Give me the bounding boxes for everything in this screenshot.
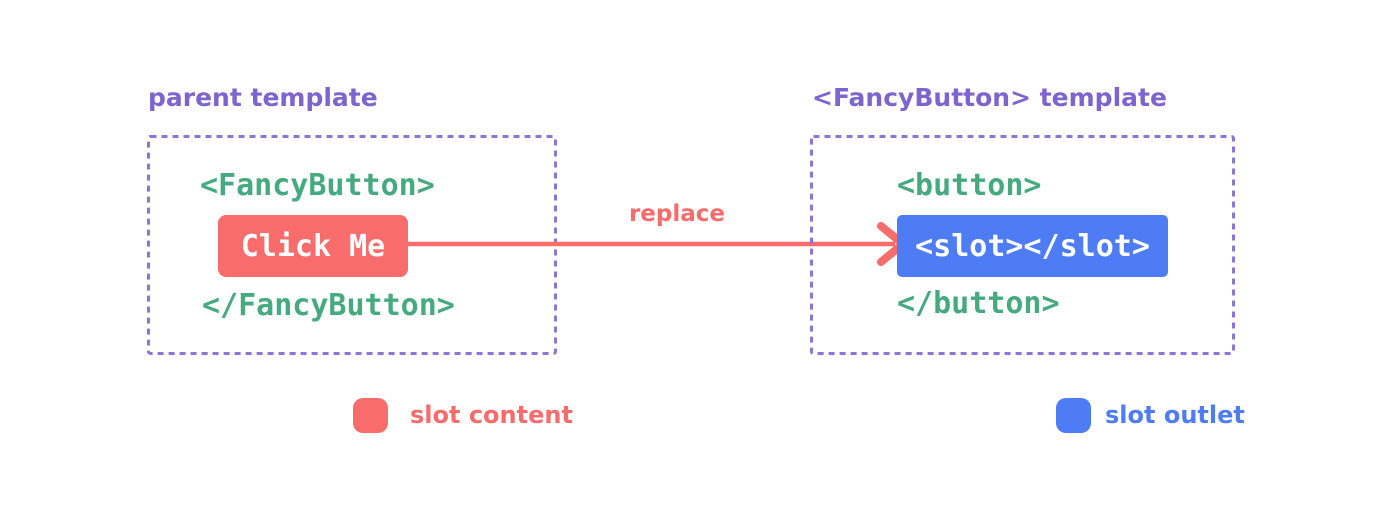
legend-slot-outlet: slot outlet [1056,397,1245,433]
slot-outlet-label: slot outlet [1105,401,1245,429]
dashed-border [147,135,557,355]
fancybutton-close-tag: </FancyButton> [202,288,455,323]
button-open-tag: <button> [897,168,1042,203]
click-me-button: Click Me [218,215,408,277]
parent-template-title: parent template [148,83,378,112]
button-close-tag: </button> [897,286,1060,321]
replace-label: replace [628,201,726,227]
slot-content-label: slot content [410,401,573,429]
slot-outlet-swatch-icon [1056,397,1091,433]
fancybutton-template-box [810,135,1235,355]
legend-slot-content: slot content [353,397,573,433]
fancybutton-template-title: <FancyButton> template [812,83,1167,112]
slot-content-swatch-icon [353,397,388,433]
parent-template-box [147,135,557,355]
fancybutton-open-tag: <FancyButton> [200,168,435,203]
dashed-border [810,135,1235,355]
slot-outlet-box: <slot></slot> [897,215,1168,277]
